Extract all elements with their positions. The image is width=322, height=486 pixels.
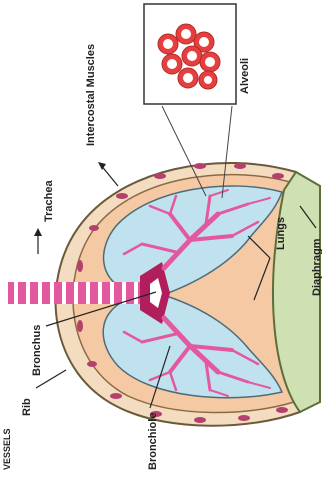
svg-text:Lungs: Lungs — [275, 217, 287, 250]
svg-text:Rib: Rib — [21, 398, 33, 416]
label-diaphragm: Diaphragm — [311, 238, 322, 296]
svg-text:Diaphragm: Diaphragm — [311, 238, 322, 296]
svg-text:Alveoli: Alveoli — [239, 58, 251, 94]
svg-text:Intercostal Muscles: Intercostal Muscles — [85, 44, 97, 146]
label-lungs: Lungs — [275, 217, 287, 250]
label-intercostal-muscles: Intercostal Muscles — [85, 44, 97, 146]
label-bronchus: Bronchus — [31, 325, 43, 376]
svg-text:Bronchus: Bronchus — [31, 325, 43, 376]
svg-text:Trachea: Trachea — [43, 180, 55, 222]
svg-text:Bronchiole: Bronchiole — [147, 413, 159, 470]
label-edge-text: VESSELS — [2, 428, 12, 470]
label-rib: Rib — [21, 398, 33, 416]
label-alveoli: Alveoli — [239, 58, 251, 94]
svg-text:VESSELS: VESSELS — [2, 428, 12, 470]
label-bronchiole: Bronchiole — [147, 413, 159, 470]
label-trachea: Trachea — [43, 180, 55, 222]
